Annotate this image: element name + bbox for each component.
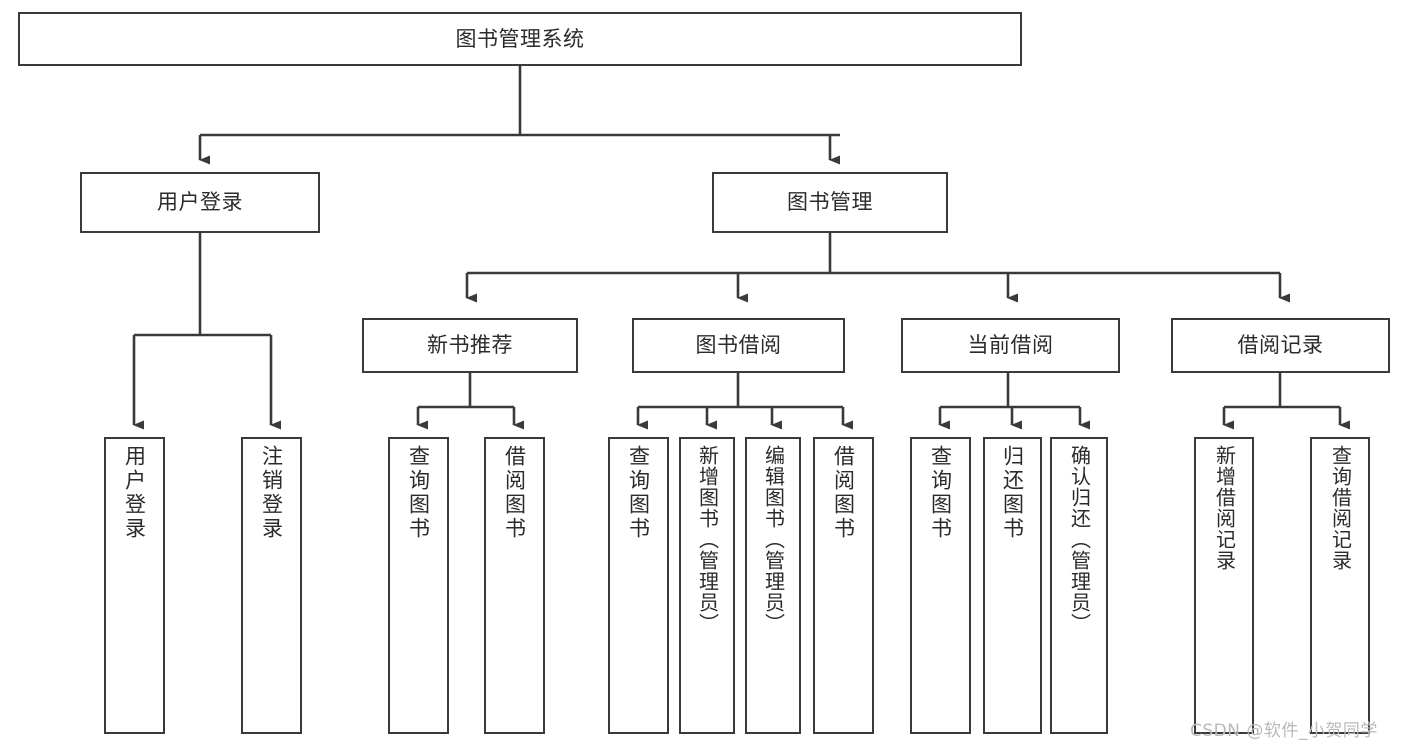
node-label: 用户登录 [122,445,147,541]
node-label: 查询图书 [406,445,431,541]
leaf-new-book-query-books[interactable]: 查询图书 [388,437,449,734]
leaf-new-book-borrow-books[interactable]: 借阅图书 [484,437,545,734]
node-label: 图书管理 [787,190,873,215]
node-root-book-management-system[interactable]: 图书管理系统 [18,12,1022,66]
node-book-management[interactable]: 图书管理 [712,172,948,233]
leaf-book-borrow-borrow-books[interactable]: 借阅图书 [813,437,874,734]
node-current-borrow[interactable]: 当前借阅 [901,318,1120,373]
node-label: 新书推荐 [427,333,513,358]
leaf-user-login-logout[interactable]: 注销登录 [241,437,302,734]
node-label: 新增借阅记录 [1212,445,1237,571]
node-new-book-recommend[interactable]: 新书推荐 [362,318,578,373]
node-label: 新增图书（管理员） [695,445,720,634]
node-label: 注销登录 [259,445,284,541]
csdn-watermark: CSDN @软件_小贺同学 [1190,721,1378,741]
leaf-book-borrow-query-books[interactable]: 查询图书 [608,437,669,734]
node-label: 用户登录 [157,190,243,215]
leaf-current-borrow-return-books[interactable]: 归还图书 [983,437,1042,734]
leaf-borrow-record-query-record[interactable]: 查询借阅记录 [1310,437,1370,734]
node-label: 当前借阅 [967,333,1054,358]
node-label: 编辑图书（管理员） [761,445,786,634]
leaf-current-borrow-query-books[interactable]: 查询图书 [910,437,971,734]
node-label: 借阅图书 [831,445,856,541]
node-label: 图书管理系统 [455,26,585,51]
leaf-borrow-record-add-record[interactable]: 新增借阅记录 [1194,437,1254,734]
leaf-book-borrow-edit-book-admin[interactable]: 编辑图书（管理员） [745,437,801,734]
leaf-user-login-login[interactable]: 用户登录 [104,437,165,734]
node-book-borrow[interactable]: 图书借阅 [632,318,845,373]
node-label: 归还图书 [1000,445,1025,541]
node-label: 图书借阅 [695,333,782,358]
node-label: 借阅图书 [502,445,527,541]
node-label: 借阅记录 [1237,333,1324,358]
node-label: 查询借阅记录 [1328,445,1353,571]
node-borrow-record[interactable]: 借阅记录 [1171,318,1390,373]
node-label: 确认归还（管理员） [1067,445,1092,634]
leaf-current-borrow-confirm-return-admin[interactable]: 确认归还（管理员） [1050,437,1108,734]
node-user-login[interactable]: 用户登录 [80,172,320,233]
node-label: 查询图书 [626,445,651,541]
node-label: 查询图书 [928,445,953,541]
leaf-book-borrow-add-book-admin[interactable]: 新增图书（管理员） [679,437,735,734]
